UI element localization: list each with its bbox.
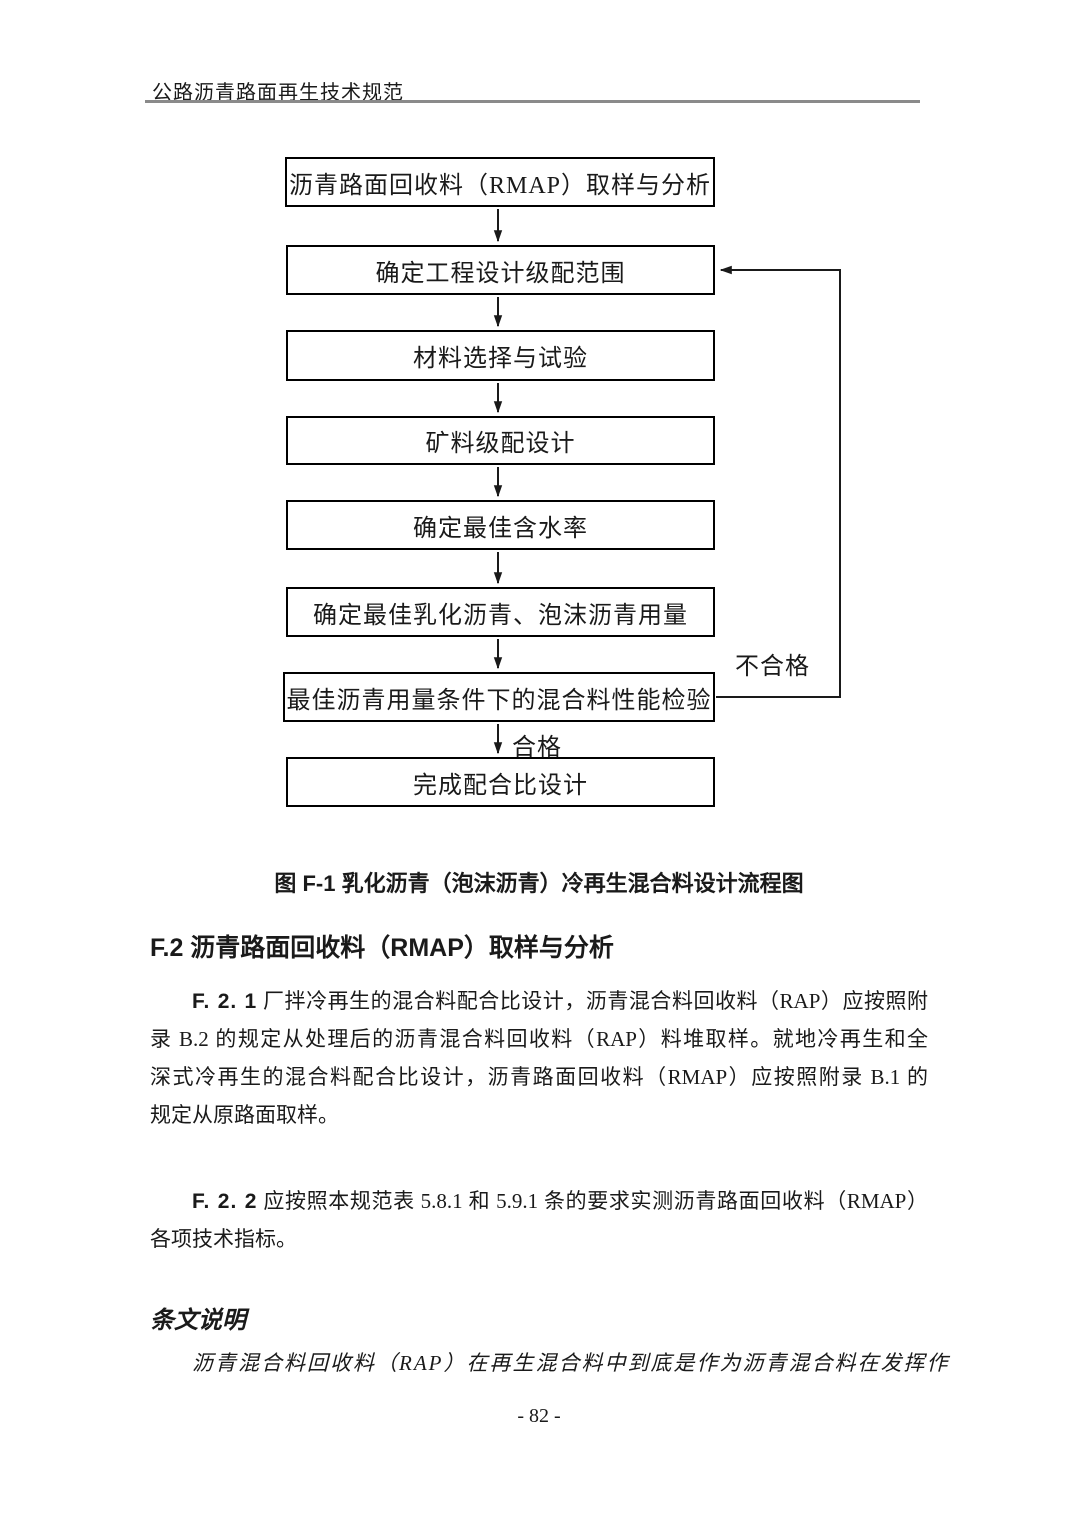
notes-heading: 条文说明 (150, 1308, 246, 1334)
clause-line: 各项技术指标。 (150, 1227, 297, 1251)
flowchart-box-binder-dosage: 确定最佳乳化沥青、泡沫沥青用量 (286, 587, 715, 637)
page-number: - 82 - (517, 1405, 561, 1427)
flowchart-box-performance-check: 最佳沥青用量条件下的混合料性能检验 (283, 672, 715, 722)
notes-line: 沥青混合料回收料（RAP）在再生混合料中到底是作为沥青混合料在发挥作 (192, 1351, 950, 1375)
clause-line: F. 2. 1 厂拌冷再生的混合料配合比设计，沥青混合料回收料（RAP）应按照附 (150, 982, 928, 1020)
clause-line: F. 2. 2 应按照本规范表 5.8.1 和 5.9.1 条的要求实测沥青路面… (150, 1182, 928, 1220)
flowchart-box-material-selection: 材料选择与试验 (286, 330, 715, 381)
flowchart-box-water-content: 确定最佳含水率 (286, 500, 715, 550)
document-header-title: 公路沥青路面再生技术规范 (152, 82, 404, 104)
notes-paragraph: 沥青混合料回收料（RAP）在再生混合料中到底是作为沥青混合料在发挥作 (150, 1344, 950, 1382)
flowchart-box-gradation-range: 确定工程设计级配范围 (286, 245, 715, 295)
section-heading: F.2 沥青路面回收料（RMAP）取样与分析 (150, 934, 614, 962)
clause-number: F. 2. 1 (192, 990, 258, 1013)
fail-label: 不合格 (735, 654, 810, 680)
header-divider (145, 100, 920, 103)
flowchart-box-aggregate-design: 矿料级配设计 (286, 416, 715, 465)
clause-line: 录 B.2 的规定从处理后的沥青混合料回收料（RAP）料堆取样。就地冷再生和全 (150, 1027, 928, 1051)
clause-f21: F. 2. 1 厂拌冷再生的混合料配合比设计，沥青混合料回收料（RAP）应按照附… (150, 982, 928, 1134)
clause-number: F. 2. 2 (192, 1190, 258, 1213)
flowchart-box-sampling: 沥青路面回收料（RMAP）取样与分析 (285, 157, 715, 207)
pass-label: 合格 (512, 735, 562, 761)
flowchart-box-complete-design: 完成配合比设计 (286, 757, 715, 807)
clause-text: 厂拌冷再生的混合料配合比设计，沥青混合料回收料（RAP）应按照附 (263, 989, 929, 1013)
clause-f22: F. 2. 2 应按照本规范表 5.8.1 和 5.9.1 条的要求实测沥青路面… (150, 1182, 928, 1258)
figure-caption: 图 F-1 乳化沥青（泡沫沥青）冷再生混合料设计流程图 (274, 871, 804, 896)
clause-text: 应按照本规范表 5.8.1 和 5.9.1 条的要求实测沥青路面回收料（RMAP… (263, 1189, 928, 1213)
clause-line: 规定从原路面取样。 (150, 1103, 339, 1127)
clause-line: 深式冷再生的混合料配合比设计，沥青路面回收料（RMAP）应按照附录 B.1 的 (150, 1065, 928, 1089)
